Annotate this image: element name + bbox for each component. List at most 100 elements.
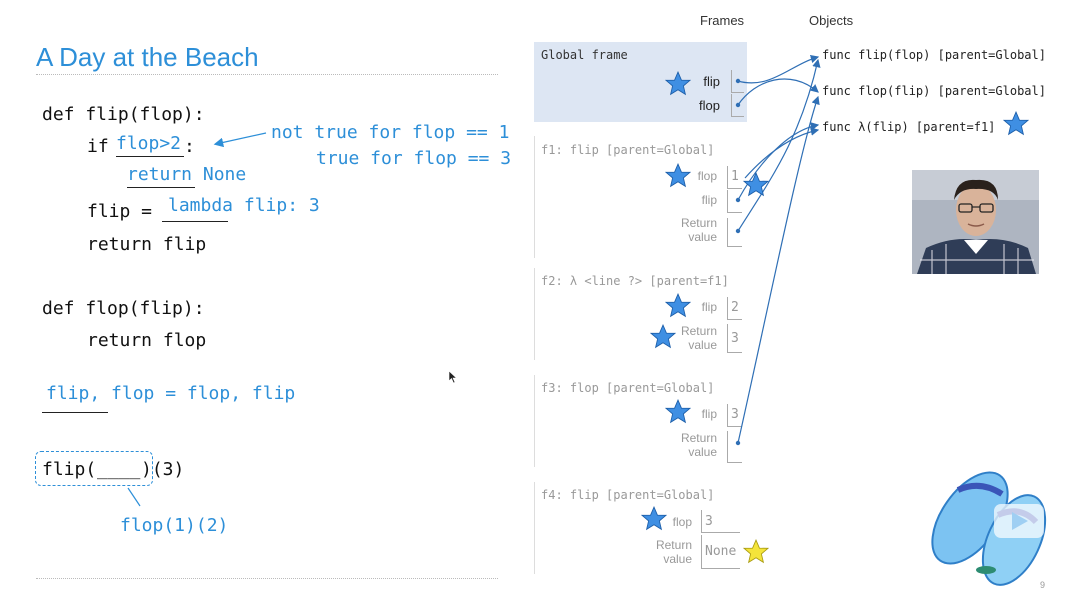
- f4-val-flop: 3: [705, 514, 713, 529]
- frame-f4-border: [534, 482, 535, 574]
- f3-slot-flip: [727, 404, 742, 427]
- code-return-flop: return flop: [87, 330, 207, 351]
- lambda-underline: [162, 221, 228, 222]
- f1-return-line2: value: [688, 230, 717, 244]
- star-object-lambda: [1003, 111, 1029, 135]
- f2-return-label: Return value: [670, 324, 717, 352]
- f1-return-line1: Return: [680, 216, 717, 230]
- frame-f1-border: [534, 136, 535, 258]
- condition-underline: [116, 156, 184, 157]
- f2-return-line1: Return: [680, 324, 717, 338]
- f1-var-flip: flip: [701, 193, 717, 207]
- code-colon: :: [184, 136, 195, 157]
- code-swap: flip, flop = flop, flip: [46, 383, 296, 404]
- star-f1-lambda: [743, 172, 769, 196]
- f4-return-value: None: [705, 544, 737, 559]
- f2-return-line2: value: [688, 338, 717, 352]
- code-call-prefix: flip(: [42, 459, 97, 480]
- f1-val-flop: 1: [731, 169, 739, 184]
- title-divider: [36, 74, 498, 75]
- star-f4-flop: [641, 506, 667, 530]
- f3-label: f3: flop [parent=Global]: [541, 381, 715, 395]
- star-f2-return: [650, 324, 676, 348]
- star-f3-flip: [665, 399, 691, 423]
- flip-flops-illustration: [931, 471, 1047, 586]
- global-var-flop: flop: [699, 98, 720, 113]
- f2-slot-return: [727, 324, 742, 353]
- frames-header: Frames: [700, 13, 745, 28]
- page-number: 9: [1040, 580, 1046, 590]
- bottom-divider: [36, 578, 498, 579]
- code-lambda-answer: lambda flip: 3: [168, 195, 320, 216]
- code-def-flip: def flip(flop):: [42, 104, 205, 125]
- global-frame-label: Global frame: [541, 48, 628, 62]
- frame-f3-border: [534, 375, 535, 467]
- f4-return-line1: Return: [655, 538, 692, 552]
- global-slot-flop: [731, 94, 744, 117]
- code-return-flip: return flip: [87, 234, 207, 255]
- f4-slot-return: [701, 535, 740, 569]
- f4-var-flop: flop: [672, 515, 692, 529]
- f4-label: f4: flip [parent=Global]: [541, 488, 715, 502]
- annotation-line2: true for flop == 3: [316, 148, 512, 169]
- f3-var-flip: flip: [701, 407, 717, 421]
- arrow-f1-return: [737, 58, 821, 232]
- objects-header: Objects: [809, 13, 854, 28]
- f1-slot-flop: [727, 166, 742, 189]
- f3-return-line2: value: [688, 445, 717, 459]
- call-answer: flop(1)(2): [120, 515, 229, 536]
- f2-return-value: 3: [731, 331, 739, 346]
- star-f2-flip: [665, 293, 691, 317]
- star-f4-return-none: [743, 539, 769, 563]
- object-func-flop: func flop(flip) [parent=Global]: [822, 84, 1046, 98]
- star-global-flip: [665, 71, 691, 95]
- code-if-keyword: if: [87, 136, 120, 157]
- code-def-flop: def flop(flip):: [42, 298, 205, 319]
- f4-return-label: Return value: [645, 538, 692, 566]
- arrow-global-flop: [737, 78, 819, 106]
- f2-var-flip: flip: [701, 300, 717, 314]
- f1-slot-return: [727, 218, 742, 247]
- f2-slot-flip: [727, 297, 742, 320]
- f2-label: f2: λ <line ?> [parent=f1]: [541, 274, 729, 288]
- presenter-webcam: [912, 170, 1039, 274]
- object-func-flip: func flip(flop) [parent=Global]: [822, 48, 1046, 62]
- swap-underline: [42, 412, 108, 413]
- f4-slot-flop: [701, 510, 740, 533]
- code-return-none: return None: [127, 164, 247, 185]
- call-answer-pointer: [127, 487, 141, 507]
- f1-return-label: Return value: [670, 216, 717, 244]
- code-flip-assign: flip =: [87, 201, 163, 222]
- f1-slot-flip: [727, 190, 742, 213]
- f1-label: f1: flip [parent=Global]: [541, 143, 715, 157]
- f4-return-line2: value: [663, 552, 692, 566]
- code-call-blank: ____: [97, 459, 141, 480]
- play-icon: [1012, 512, 1028, 530]
- f2-val-flip: 2: [731, 300, 739, 315]
- slide-title: A Day at the Beach: [36, 42, 259, 72]
- mouse-cursor-icon: [448, 370, 458, 384]
- f1-var-flop: flop: [697, 169, 717, 183]
- arrow-lambda-ref: [744, 127, 820, 179]
- presenter-silhouette: [912, 170, 1039, 274]
- arrow-f3-return: [737, 95, 820, 444]
- f3-slot-return: [727, 431, 742, 463]
- code-condition: flop>2: [116, 133, 182, 154]
- global-var-flip: flip: [703, 74, 720, 89]
- return-none-underline: [127, 187, 195, 188]
- annotation-line1: not true for flop == 1: [271, 122, 510, 143]
- f3-val-flip: 3: [731, 407, 739, 422]
- f3-return-label: Return value: [670, 431, 717, 459]
- annotation-arrow: [213, 132, 267, 148]
- frame-f2-border: [534, 268, 535, 360]
- object-func-lambda: func λ(flip) [parent=f1]: [822, 120, 996, 134]
- star-f1-flop: [665, 163, 691, 187]
- global-frame: [534, 42, 747, 122]
- arrow-global-flip: [737, 54, 820, 84]
- code-call-suffix: )(3): [141, 459, 185, 480]
- call-highlight-box: [35, 451, 153, 486]
- global-slot-flip: [731, 70, 744, 93]
- f3-return-line1: Return: [680, 431, 717, 445]
